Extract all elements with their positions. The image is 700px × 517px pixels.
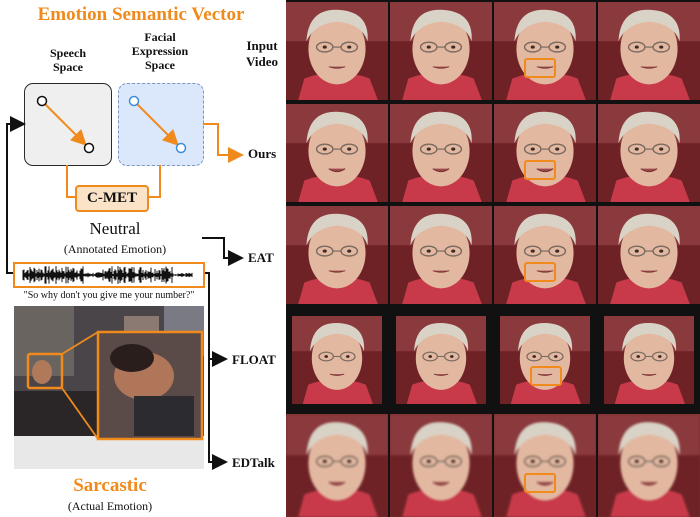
video-frame-ours-1 xyxy=(286,104,388,202)
row-label-ours: Ours xyxy=(248,146,277,161)
video-frame-float-1 xyxy=(292,316,382,404)
video-frame-float-3 xyxy=(500,316,590,404)
video-frame-input-1 xyxy=(286,2,388,100)
video-frame-input-4 xyxy=(598,2,700,100)
video-frame-input-2 xyxy=(390,2,492,100)
to-ours-arrow xyxy=(203,123,244,163)
video-frame-float-4 xyxy=(604,316,694,404)
to-eat-arrow xyxy=(202,237,244,266)
mouth-highlight-float xyxy=(530,366,562,386)
video-frame-ours-2 xyxy=(390,104,492,202)
sitcom-scene-image xyxy=(14,306,204,469)
figure-title: Emotion Semantic Vector xyxy=(37,4,245,25)
speech-space-label: Speech Space xyxy=(50,46,86,74)
row-label-eat: EAT xyxy=(248,250,274,265)
video-frame-edtalk-3 xyxy=(494,414,596,517)
video-frame-input-3 xyxy=(494,2,596,100)
neutral-label: Neutral xyxy=(89,219,141,238)
video-frame-grid xyxy=(286,0,700,517)
to-float-arrow xyxy=(201,272,228,367)
speech-vector-arrow xyxy=(41,100,87,146)
facial-vector-arrow xyxy=(133,100,179,146)
facial-end-point xyxy=(175,142,187,154)
video-frame-edtalk-2 xyxy=(390,414,492,517)
mouth-highlight-eat xyxy=(524,262,556,282)
diagram-connectors xyxy=(6,95,244,470)
video-frame-eat-1 xyxy=(286,206,388,304)
video-frame-eat-2 xyxy=(390,206,492,304)
video-frame-edtalk-4 xyxy=(598,414,700,517)
video-frame-ours-4 xyxy=(598,104,700,202)
facial-space-label: Facial Expression Space xyxy=(131,30,189,72)
audio-waveform xyxy=(13,262,205,288)
row-label-float: FLOAT xyxy=(232,352,276,367)
waveform-graphic xyxy=(22,266,193,284)
mouth-highlight-edtalk xyxy=(524,473,556,493)
mouth-highlight-input xyxy=(524,58,556,78)
mouth-highlight-ours xyxy=(524,160,556,180)
row-label-edtalk: EDTalk xyxy=(232,455,275,470)
video-frame-edtalk-1 xyxy=(286,414,388,517)
sarcastic-label: Sarcastic xyxy=(73,475,147,496)
actual-emotion-label: (Actual Emotion) xyxy=(67,499,153,513)
speech-start-point xyxy=(36,95,48,107)
facial-start-point xyxy=(128,95,140,107)
annotated-emotion-label: (Annotated Emotion) xyxy=(63,242,167,256)
video-frame-eat-3 xyxy=(494,206,596,304)
feedback-arrow xyxy=(6,116,26,274)
speech-end-point xyxy=(83,142,95,154)
video-frame-float-2 xyxy=(396,316,486,404)
cmet-module: C-MET xyxy=(75,185,149,212)
utterance-quote: "So why don't you give me your number?" xyxy=(23,290,195,301)
row-label-input: Input Video xyxy=(245,38,279,69)
video-frame-ours-3 xyxy=(494,104,596,202)
to-edtalk-arrow xyxy=(208,359,228,470)
video-frame-eat-4 xyxy=(598,206,700,304)
